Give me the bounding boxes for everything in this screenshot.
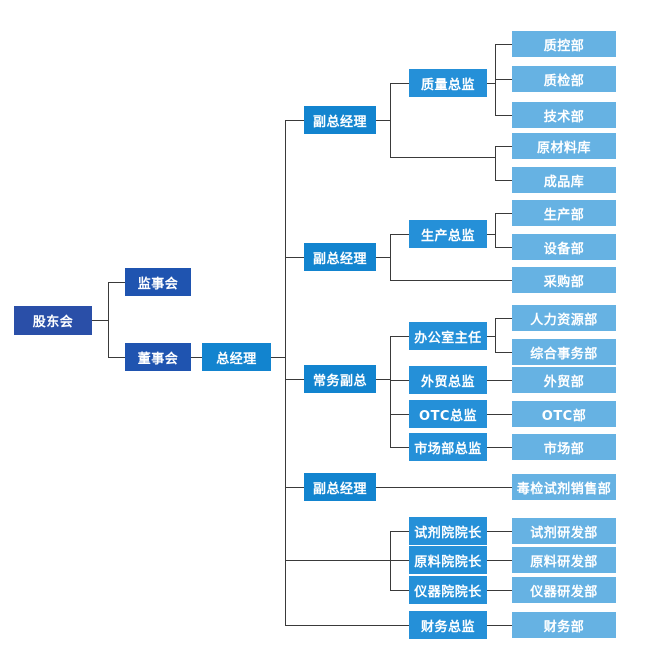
node-vp-executive[interactable]: 常务副总 [304, 365, 376, 393]
node-director-finance[interactable]: 财务总监 [409, 611, 487, 639]
node-dept-quality-inspection[interactable]: 质检部 [512, 66, 616, 92]
node-dept-otc[interactable]: OTC部 [512, 401, 616, 427]
connector-vpp-to-production-dir [390, 234, 410, 236]
connector-vpp-trunk [390, 234, 392, 281]
node-director-otc[interactable]: OTC总监 [409, 400, 487, 428]
node-director-office[interactable]: 办公室主任 [409, 322, 487, 350]
node-dept-quality-control[interactable]: 质控部 [512, 31, 616, 57]
connector-vpe-out [375, 379, 391, 381]
node-dept-material-rd[interactable]: 原料研发部 [512, 547, 616, 573]
connector-office-out [486, 336, 496, 338]
connector-warehouse-trunk [495, 146, 497, 181]
node-dept-instrument-rd[interactable]: 仪器研发部 [512, 577, 616, 603]
connector-to-dean-material [390, 560, 410, 562]
connector-shareholders-out [91, 320, 109, 322]
node-director-foreign-trade[interactable]: 外贸总监 [409, 366, 487, 394]
connector-production-dir-out [486, 234, 496, 236]
connector-vpe-to-office [390, 336, 410, 338]
connector-office-trunk [495, 318, 497, 353]
connector-trunk-to-vp-quality [285, 120, 305, 122]
node-dean-reagent[interactable]: 试剂院院长 [409, 517, 487, 545]
connector-production-dir-trunk [495, 213, 497, 248]
node-dept-marketing[interactable]: 市场部 [512, 434, 616, 460]
node-dept-production[interactable]: 生产部 [512, 200, 616, 226]
connector-vpq-to-warehouse [390, 157, 495, 159]
connector-board-to-gm [190, 357, 202, 359]
node-dept-toxin-reagent-sales[interactable]: 毒检试剂销售部 [512, 474, 616, 500]
connector-vpq-trunk [390, 83, 392, 158]
connector-vpe-to-marketing [390, 447, 410, 449]
connector-quality-to-qi [495, 79, 512, 81]
node-vp-sales[interactable]: 副总经理 [304, 473, 376, 501]
node-dept-foreign-trade[interactable]: 外贸部 [512, 367, 616, 393]
node-director-quality[interactable]: 质量总监 [409, 69, 487, 97]
connector-to-dean-reagent [390, 531, 410, 533]
node-vp-production[interactable]: 副总经理 [304, 243, 376, 271]
node-dept-general-affairs[interactable]: 综合事务部 [512, 339, 616, 365]
connector-to-finished-warehouse [495, 180, 512, 182]
node-general-manager[interactable]: 总经理 [202, 343, 271, 371]
connector-vps-to-toxin-dept [375, 487, 512, 489]
node-vp-quality[interactable]: 副总经理 [304, 106, 376, 134]
connector-to-hr-dept [495, 318, 512, 320]
connector-marketing-to-dept [486, 447, 512, 449]
connector-to-equipment-dept [495, 247, 512, 249]
connector-dean-instrument-to-dept [486, 590, 512, 592]
connector-vpp-to-purchasing [390, 280, 512, 282]
connector-trunk-to-deans [285, 560, 390, 562]
connector-dean-material-to-dept [486, 560, 512, 562]
connector-trunk-to-vp-production [285, 257, 305, 259]
connector-vpp-out [375, 257, 391, 259]
connector-trunk-to-finance [285, 625, 410, 627]
node-dept-finished-goods-warehouse[interactable]: 成品库 [512, 167, 616, 193]
connector-quality-to-qc [495, 44, 512, 46]
connector-to-board [108, 357, 126, 359]
connector-shareholders-trunk [108, 282, 110, 358]
connector-gm-out [270, 357, 286, 359]
node-dean-material[interactable]: 原料院院长 [409, 546, 487, 574]
connector-otc-to-dept [486, 414, 512, 416]
connector-dean-reagent-to-dept [486, 531, 512, 533]
connector-quality-dir-out [486, 83, 496, 85]
node-supervisors[interactable]: 监事会 [125, 268, 191, 296]
connector-trunk-to-vp-executive [285, 379, 305, 381]
node-director-marketing[interactable]: 市场部总监 [409, 433, 487, 461]
node-dept-equipment[interactable]: 设备部 [512, 234, 616, 260]
node-shareholders[interactable]: 股东会 [14, 306, 92, 335]
node-board-of-directors[interactable]: 董事会 [125, 343, 191, 371]
connector-to-supervisors [108, 282, 126, 284]
connector-to-general-affairs-dept [495, 352, 512, 354]
node-dept-purchasing[interactable]: 采购部 [512, 267, 616, 293]
connector-vpq-to-quality-dir [390, 83, 410, 85]
connector-vpe-to-otc [390, 414, 410, 416]
connector-vpe-to-trade [390, 380, 410, 382]
connector-quality-to-tech [495, 115, 512, 117]
node-dept-finance[interactable]: 财务部 [512, 612, 616, 638]
node-dept-human-resources[interactable]: 人力资源部 [512, 305, 616, 331]
connector-to-raw-warehouse [495, 146, 512, 148]
connector-trade-to-dept [486, 380, 512, 382]
node-dept-technology[interactable]: 技术部 [512, 102, 616, 128]
connector-vpq-out [375, 120, 391, 122]
connector-trunk-to-vp-sales [285, 487, 305, 489]
node-dept-reagent-rd[interactable]: 试剂研发部 [512, 518, 616, 544]
node-director-production[interactable]: 生产总监 [409, 220, 487, 248]
node-dean-instrument[interactable]: 仪器院院长 [409, 576, 487, 604]
connector-to-dean-instrument [390, 590, 410, 592]
connector-vpe-trunk [390, 336, 392, 448]
connector-finance-to-dept [486, 625, 512, 627]
connector-to-production-dept [495, 213, 512, 215]
node-dept-raw-material-warehouse[interactable]: 原材料库 [512, 133, 616, 159]
connector-gm-trunk [285, 120, 287, 625]
